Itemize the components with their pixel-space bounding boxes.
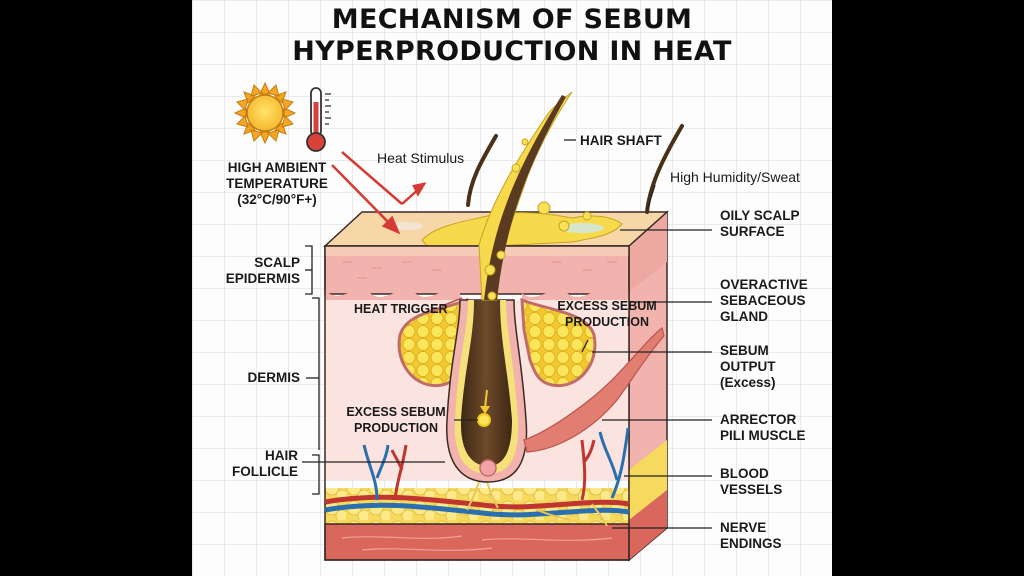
diagram-canvas: MECHANISM OF SEBUM HYPERPRODUCTION IN HE…: [192, 0, 832, 576]
label-arrector-pili-muscle: ARRECTOR PILI MUSCLE: [720, 412, 806, 443]
label-excess-sebum-production-upper: EXCESS SEBUM PRODUCTION: [557, 299, 657, 329]
label-overactive-sebaceous-gland: OVERACTIVE SEBACEOUS GLAND: [720, 277, 808, 324]
label-hair-shaft: HAIR SHAFT: [580, 133, 662, 148]
label-oily-scalp-surface: OILY SCALP SURFACE: [720, 208, 800, 239]
label-high-humidity-sweat: High Humidity/Sweat: [670, 169, 800, 185]
hair-follicle: [446, 299, 528, 483]
label-excess-sebum-production-lower: EXCESS SEBUM PRODUCTION: [346, 405, 446, 435]
hair-strands: [466, 124, 684, 214]
sun-icon: [233, 81, 297, 145]
skin-cross-section-illustration: [233, 81, 712, 562]
label-nerve-endings: NERVE ENDINGS: [720, 520, 782, 551]
heat-stimulus-arrows: [331, 151, 427, 235]
arrector-pili-muscle: [523, 326, 665, 453]
leader-lines: [302, 139, 712, 529]
label-blood-vessels: BLOOD VESSELS: [720, 466, 783, 497]
label-heat-trigger: HEAT TRIGGER: [354, 302, 448, 316]
label-sebum-output: SEBUM OUTPUT (Excess): [720, 343, 776, 390]
label-high-ambient-temperature: HIGH AMBIENT TEMPERATURE (32°C/90°F+): [226, 160, 328, 207]
thermometer-icon: [306, 87, 331, 152]
diagram-title: MECHANISM OF SEBUM HYPERPRODUCTION IN HE…: [292, 4, 732, 67]
label-scalp-epidermis: SCALP EPIDERMIS: [225, 255, 300, 286]
label-dermis: DERMIS: [247, 370, 300, 385]
label-heat-stimulus: Heat Stimulus: [377, 150, 465, 166]
label-hair-follicle: HAIR FOLLICLE: [232, 448, 298, 479]
hair-shaft: [478, 91, 573, 301]
